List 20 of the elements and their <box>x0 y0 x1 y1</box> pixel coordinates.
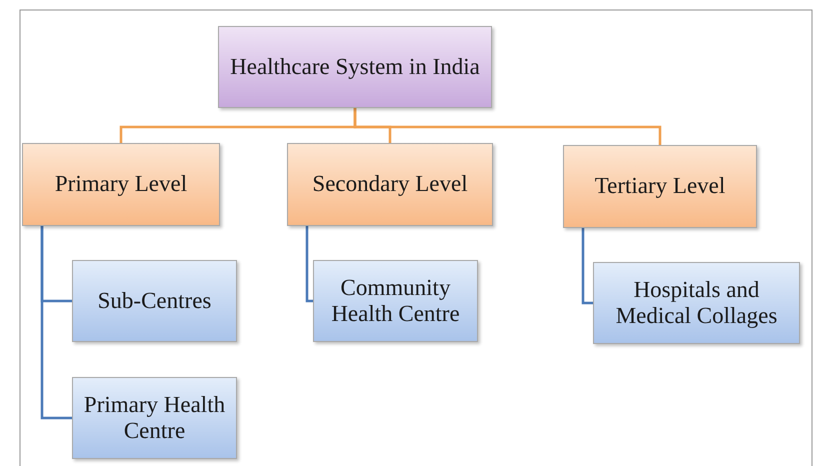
connector-line <box>40 226 72 420</box>
facility-box <box>72 377 237 459</box>
level-box <box>287 143 493 226</box>
connector-line <box>582 228 593 304</box>
node-label: Healthcare System in India <box>229 54 481 80</box>
facility-box <box>593 262 800 344</box>
facility-box <box>72 260 237 342</box>
level-box <box>563 145 757 228</box>
node-label: Hospitals and Medical Collages <box>614 276 778 330</box>
root-box <box>218 26 492 108</box>
node-label: Secondary Level <box>311 171 469 198</box>
node-label: Community Health Centre <box>330 274 461 328</box>
connector-line <box>354 108 662 145</box>
node-label: Primary Health Centre <box>82 392 226 444</box>
node-label: Tertiary Level <box>594 173 726 200</box>
level-box <box>22 143 220 226</box>
connector-line <box>306 226 313 302</box>
node-label: Primary Level <box>54 171 188 198</box>
facility-box <box>313 260 478 342</box>
node-label: Sub-Centres <box>96 288 212 314</box>
